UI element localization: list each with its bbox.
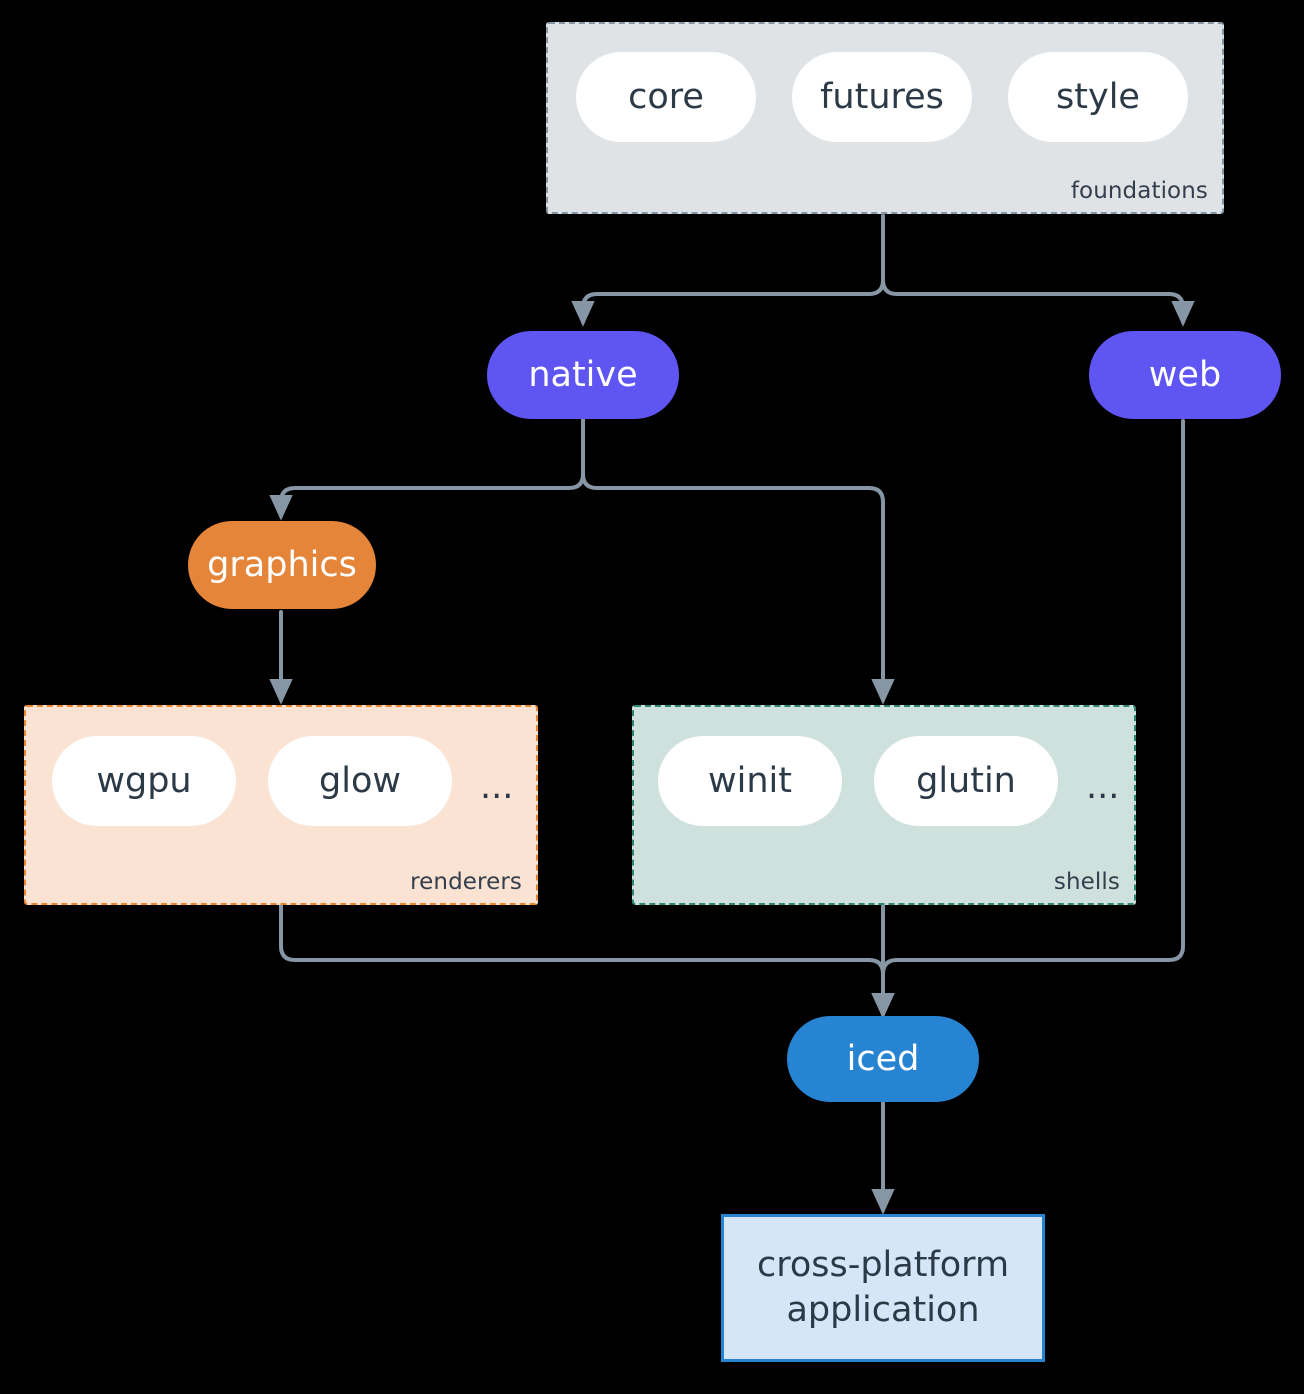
edge-foundations-to-web <box>881 214 1195 327</box>
renderers-more-indicator: ... <box>480 767 514 807</box>
edge-native-to-shells <box>581 417 895 705</box>
node-glutin-label: glutin <box>916 761 1016 801</box>
node-winit[interactable]: winit <box>658 736 842 826</box>
node-style-label: style <box>1056 77 1140 117</box>
node-futures[interactable]: futures <box>792 52 972 142</box>
node-wgpu-label: wgpu <box>96 761 192 801</box>
edge-native-to-graphics <box>269 417 585 521</box>
application-label-line1: cross-platform <box>756 1245 1010 1286</box>
node-glutin[interactable]: glutin <box>874 736 1058 826</box>
edge-renderers-to-iced <box>279 903 895 1019</box>
node-wgpu[interactable]: wgpu <box>52 736 236 826</box>
node-iced[interactable]: iced <box>787 1016 979 1102</box>
node-native-label: native <box>528 355 638 395</box>
node-cross-platform-application[interactable]: cross-platform application <box>721 1214 1045 1362</box>
application-label-line2: application <box>786 1290 980 1330</box>
node-winit-label: winit <box>708 761 792 801</box>
node-futures-label: futures <box>820 77 944 117</box>
node-iced-label: iced <box>846 1039 920 1079</box>
node-graphics[interactable]: graphics <box>188 521 376 609</box>
cluster-label-foundations: foundations <box>1070 178 1208 204</box>
cluster-label-shells: shells <box>1053 869 1120 895</box>
node-web[interactable]: web <box>1089 331 1281 419</box>
node-native[interactable]: native <box>487 331 679 419</box>
node-glow-label: glow <box>319 761 401 801</box>
node-core[interactable]: core <box>576 52 756 142</box>
node-web-label: web <box>1148 355 1222 395</box>
node-core-label: core <box>628 77 704 117</box>
shells-more-indicator: ... <box>1086 767 1120 807</box>
edge-foundations-to-native <box>571 214 885 327</box>
cluster-label-renderers: renderers <box>410 869 522 895</box>
node-glow[interactable]: glow <box>268 736 452 826</box>
node-graphics-label: graphics <box>207 545 357 585</box>
node-style[interactable]: style <box>1008 52 1188 142</box>
